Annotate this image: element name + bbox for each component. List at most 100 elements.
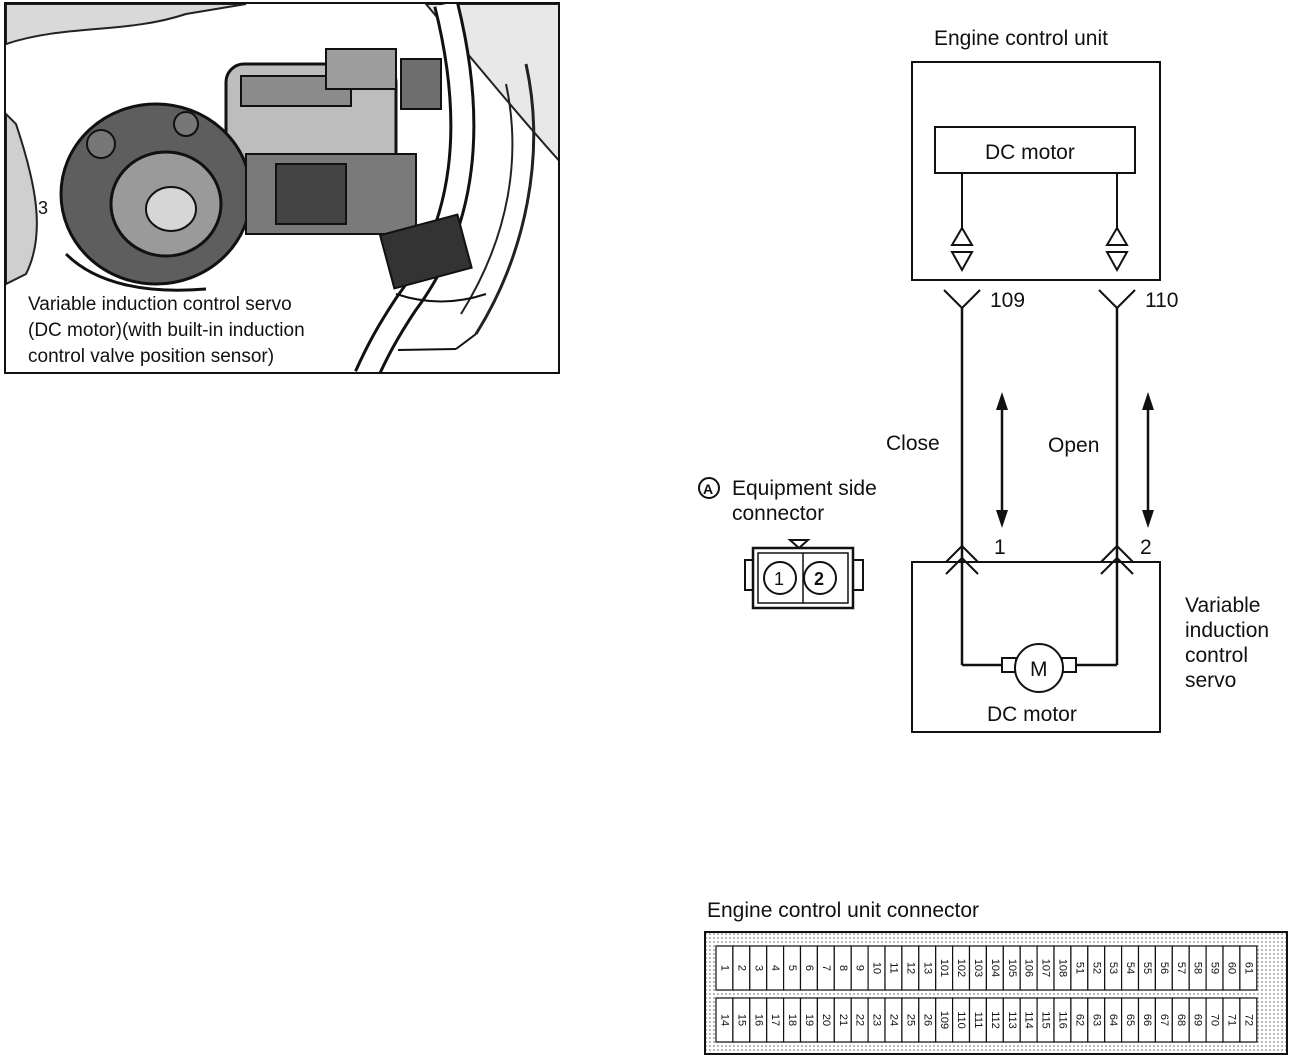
ecu-connector-pin-label: 115 — [1040, 1011, 1052, 1029]
ecu-connector-pin-label: 69 — [1192, 1014, 1204, 1026]
ecu-connector-pin-label: 63 — [1090, 1014, 1102, 1026]
ecu-connector-pin-label: 15 — [735, 1014, 747, 1026]
servo-photo-panel: 3 Variable induction control servo (DC m… — [4, 2, 560, 374]
servo-name-line-4: servo — [1185, 669, 1236, 692]
ecu-connector-pin-label: 53 — [1107, 962, 1119, 974]
ecu-connector-pin-label: 23 — [871, 1014, 883, 1026]
ecu-connector-pin-label: 14 — [718, 1014, 730, 1026]
connector-marker-letter: A — [703, 481, 713, 497]
ecu-connector-pin-label: 111 — [972, 1012, 984, 1029]
ecu-connector-pin-label: 52 — [1090, 962, 1102, 974]
photo-caption-line-1: Variable induction control servo — [28, 294, 292, 315]
close-direction-arrow — [996, 392, 1008, 528]
ecu-connector-pin-label: 10 — [871, 962, 883, 974]
ecu-connector-pin-label: 101 — [938, 959, 950, 977]
servo-name-line-2: induction — [1185, 619, 1269, 642]
ecu-connector-pin-label: 60 — [1225, 962, 1237, 974]
ecu-connector-pin-label: 11 — [887, 962, 899, 973]
ecu-connector-pin-label: 66 — [1141, 1014, 1153, 1026]
ecu-connector-pin-label: 112 — [989, 1011, 1001, 1029]
ecu-connector-pin-label: 114 — [1023, 1011, 1035, 1029]
terminal-110-label: 110 — [1145, 289, 1178, 312]
ecu-connector-pin-label: 18 — [786, 1014, 798, 1026]
equipment-connector-title-1: Equipment side — [732, 477, 877, 500]
ecu-connector-pin-label: 108 — [1056, 959, 1068, 977]
ecu-connector-pin-label: 7 — [820, 965, 832, 971]
ecu-connector-pin-label: 17 — [769, 1014, 781, 1026]
terminal-110-marker — [1098, 289, 1136, 309]
ecu-title: Engine control unit — [934, 27, 1108, 50]
ecu-connector-pin-label: 21 — [837, 1014, 849, 1026]
ecu-connector-pin-label: 26 — [921, 1014, 933, 1026]
ecu-connector-pin-label: 58 — [1192, 962, 1204, 974]
servo-pin-1-label: 1 — [994, 536, 1006, 559]
ecu-connector-pin-label: 62 — [1073, 1014, 1085, 1026]
ecu-connector-pin-label: 57 — [1175, 962, 1187, 974]
ecu-connector-pin-cell — [1239, 945, 1258, 991]
ecu-connector-pin-label: 13 — [921, 962, 933, 974]
ecu-connector-pin-label: 106 — [1023, 959, 1035, 977]
ecu-connector-pin-label: 113 — [1006, 1011, 1018, 1029]
photo-stamp: 3 — [38, 198, 48, 218]
ecu-connector-pin-label: 65 — [1124, 1014, 1136, 1026]
ecu-connector-pin-label: 116 — [1056, 1011, 1068, 1029]
ecu-connector-pin-label: 68 — [1175, 1014, 1187, 1026]
ecu-connector-pin-label: 24 — [887, 1014, 899, 1026]
ecu-connector-pin-label: 3 — [752, 965, 764, 971]
ecu-connector-pin-label: 61 — [1242, 962, 1254, 974]
ecu-connector-pin-label: 2 — [735, 965, 747, 971]
servo-pin-2-marker — [1100, 545, 1134, 575]
ecu-connector-pin-label: 22 — [854, 1014, 866, 1026]
equipment-connector-drawing — [744, 539, 864, 610]
connector-marker-circle — [698, 477, 720, 499]
ecu-connector-pin-cell — [1239, 997, 1258, 1043]
servo-pin-1-marker — [945, 545, 979, 575]
servo-name-line-1: Variable — [1185, 594, 1261, 617]
equipment-connector-pin-2: 2 — [814, 569, 824, 589]
ecu-connector-pin-label: 9 — [854, 965, 866, 971]
close-label: Close — [886, 432, 940, 455]
servo-name-line-3: control — [1185, 644, 1248, 667]
ecu-connector-pin-label: 105 — [1006, 959, 1018, 977]
ecu-dc-motor-box — [934, 126, 1136, 174]
ecu-connector-pin-label: 104 — [989, 959, 1001, 977]
open-direction-arrow — [1142, 392, 1154, 528]
ecu-connector-pin-label: 59 — [1209, 962, 1221, 974]
ecu-connector-pin-label: 54 — [1124, 962, 1136, 974]
ecu-connector-pin-label: 107 — [1040, 959, 1052, 977]
terminal-109-label: 109 — [990, 289, 1025, 312]
equipment-connector-pin-1: 1 — [774, 569, 784, 589]
ecu-connector-pin-label: 1 — [718, 965, 730, 971]
dc-motor-symbol-letter: M — [1030, 658, 1048, 681]
dc-motor-symbol — [1001, 643, 1077, 693]
photo-caption-line-2: (DC motor)(with built-in induction — [28, 320, 305, 341]
ecu-driver-left — [950, 173, 974, 273]
servo-dc-motor-label: DC motor — [987, 703, 1077, 726]
servo-photo-illustration: 3 — [6, 4, 558, 372]
ecu-connector-pin-label: 71 — [1225, 1014, 1237, 1026]
ecu-connector-pin-label: 16 — [752, 1014, 764, 1026]
ecu-connector-pin-label: 56 — [1158, 962, 1170, 974]
ecu-connector-title: Engine control unit connector — [707, 899, 979, 922]
ecu-dc-motor-label: DC motor — [985, 141, 1075, 164]
ecu-connector-pin-label: 64 — [1107, 1014, 1119, 1026]
ecu-connector-pin-label: 19 — [803, 1014, 815, 1026]
ecu-connector-pin-label: 12 — [904, 962, 916, 974]
ecu-connector-pin-label: 72 — [1242, 1014, 1254, 1026]
ecu-connector-pin-label: 55 — [1141, 962, 1153, 974]
ecu-connector-pin-label: 6 — [803, 965, 815, 971]
ecu-connector-pin-label: 20 — [820, 1014, 832, 1026]
servo-pin-2-label: 2 — [1140, 536, 1152, 559]
ecu-connector-pin-label: 103 — [972, 959, 984, 977]
ecu-connector-pin-label: 109 — [938, 1011, 950, 1029]
ecu-connector-pin-label: 25 — [904, 1014, 916, 1026]
servo-box — [911, 561, 1161, 733]
equipment-connector-title-2: connector — [732, 502, 824, 525]
ecu-connector-pin-label: 70 — [1209, 1014, 1221, 1026]
ecu-box — [911, 61, 1161, 281]
ecu-connector-pin-label: 51 — [1073, 962, 1085, 974]
ecu-connector-pin-label: 4 — [769, 965, 781, 971]
ecu-connector-pin-label: 5 — [786, 965, 798, 971]
